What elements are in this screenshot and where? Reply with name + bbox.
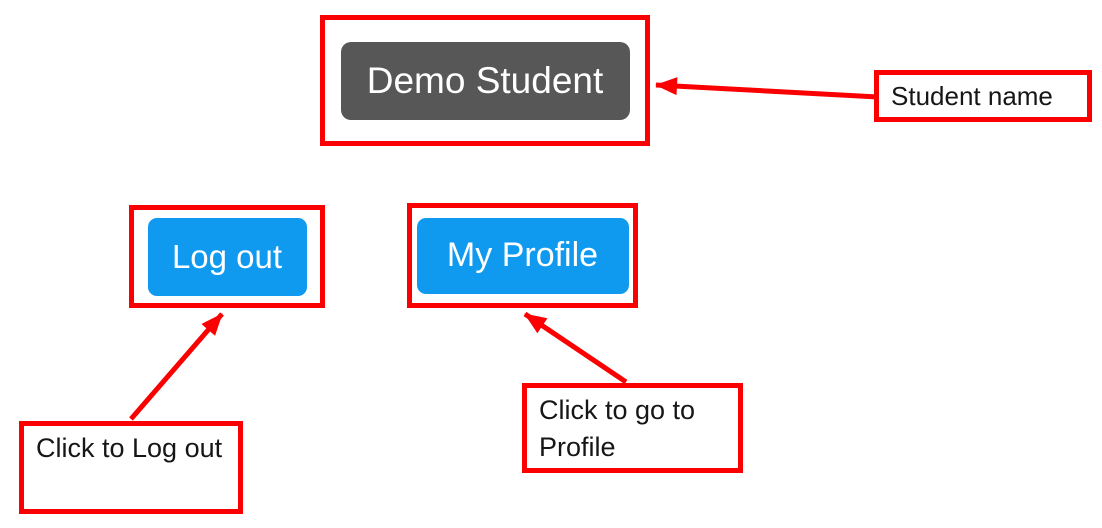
arrow-to-logout-button — [129, 312, 224, 421]
my-profile-highlight-box: My Profile — [407, 203, 638, 308]
student-name-highlight-box: Demo Student — [320, 15, 650, 146]
logout-highlight-box: Log out — [129, 205, 325, 308]
arrow-to-profile-button — [523, 311, 628, 385]
arrow-to-student-name — [655, 77, 879, 100]
profile-callout: Click to go to Profile — [522, 383, 743, 473]
student-name-badge: Demo Student — [340, 41, 630, 120]
logout-button[interactable]: Log out — [147, 217, 307, 296]
my-profile-button[interactable]: My Profile — [416, 217, 629, 294]
student-name-callout: Student name — [874, 70, 1092, 122]
logout-callout: Click to Log out — [19, 421, 243, 514]
